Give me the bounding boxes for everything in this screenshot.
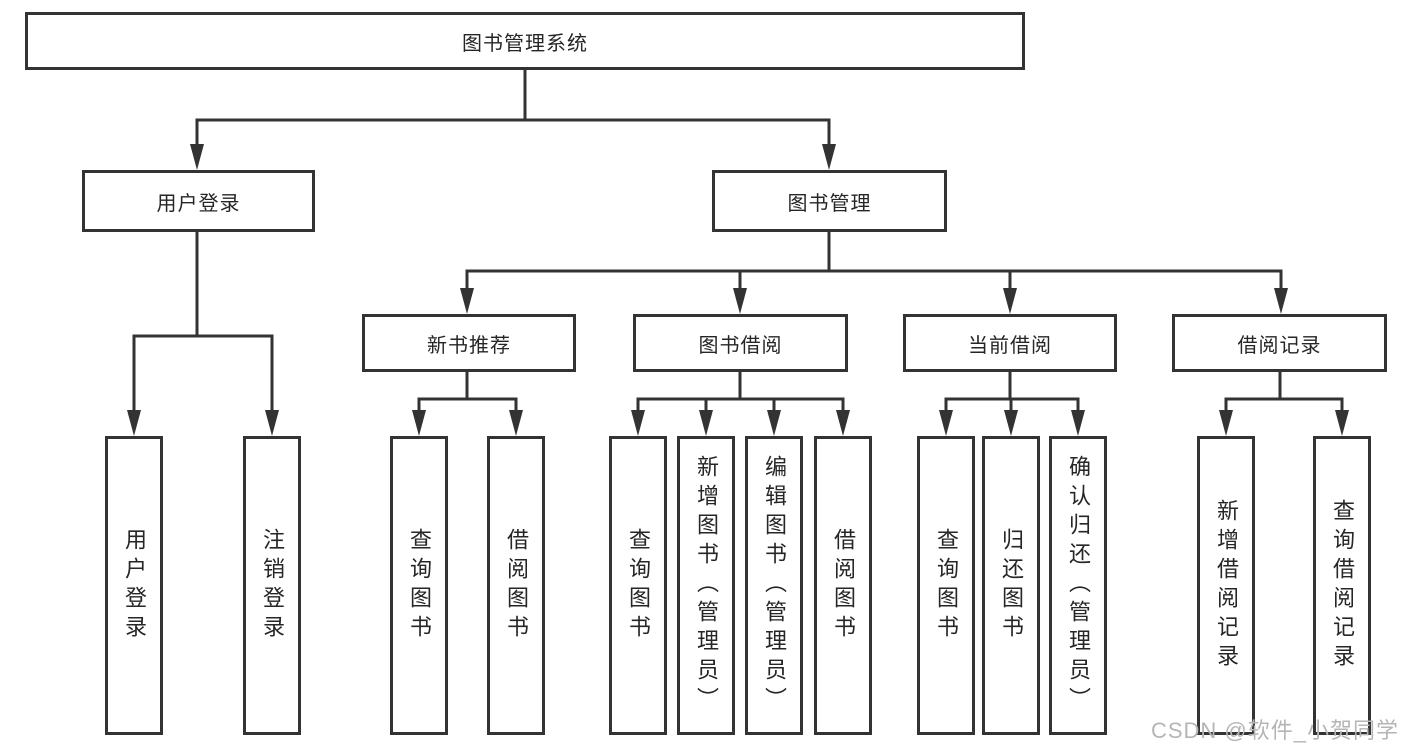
node-book-borrow: 图书借阅 xyxy=(633,314,848,372)
node-label: 新书推荐 xyxy=(427,334,511,357)
leaf-confirm-return-admin: 确认归还（管理员） xyxy=(1049,436,1107,735)
node-user-login: 用户登录 xyxy=(82,170,315,232)
node-label: 查询图书 xyxy=(626,527,651,644)
leaf-query-books-current: 查询图书 xyxy=(917,436,975,735)
node-label: 用户登录 xyxy=(156,192,241,215)
node-label: 图书管理系统 xyxy=(462,32,588,55)
node-label: 编辑图书（管理员） xyxy=(762,455,787,716)
node-label: 确认归还（管理员） xyxy=(1066,455,1091,716)
node-label: 当前借阅 xyxy=(968,334,1052,357)
leaf-query-borrow-record: 查询借阅记录 xyxy=(1313,436,1371,735)
leaf-logout: 注销登录 xyxy=(243,436,301,735)
leaf-add-borrow-record: 新增借阅记录 xyxy=(1197,436,1255,735)
node-label: 新增图书（管理员） xyxy=(694,455,719,716)
node-label: 借阅记录 xyxy=(1237,334,1322,357)
leaf-borrow-books-recommend: 借阅图书 xyxy=(487,436,545,735)
node-label: 归还图书 xyxy=(999,527,1024,644)
node-label: 用户登录 xyxy=(122,527,147,644)
node-label: 借阅图书 xyxy=(504,527,529,644)
node-label: 图书管理 xyxy=(787,192,872,215)
leaf-query-books-borrow: 查询图书 xyxy=(609,436,667,735)
node-label: 注销登录 xyxy=(260,527,285,644)
node-label: 新增借阅记录 xyxy=(1214,498,1239,673)
node-label: 图书借阅 xyxy=(698,334,783,357)
node-root-library-system: 图书管理系统 xyxy=(25,12,1025,70)
node-label: 借阅图书 xyxy=(831,527,856,644)
node-book-management: 图书管理 xyxy=(712,170,947,232)
node-borrow-records: 借阅记录 xyxy=(1172,314,1387,372)
leaf-borrow-books: 借阅图书 xyxy=(814,436,872,735)
leaf-add-books-admin: 新增图书（管理员） xyxy=(677,436,735,735)
node-label: 查询借阅记录 xyxy=(1330,498,1355,673)
node-label: 查询图书 xyxy=(934,527,959,644)
node-label: 查询图书 xyxy=(407,527,432,644)
node-current-borrow: 当前借阅 xyxy=(903,314,1117,372)
arrowheads xyxy=(127,144,1349,436)
leaf-user-login: 用户登录 xyxy=(105,436,163,735)
node-new-book-recommend: 新书推荐 xyxy=(362,314,576,372)
leaf-edit-books-admin: 编辑图书（管理员） xyxy=(745,436,803,735)
leaf-return-books: 归还图书 xyxy=(982,436,1040,735)
leaf-query-books-recommend: 查询图书 xyxy=(390,436,448,735)
